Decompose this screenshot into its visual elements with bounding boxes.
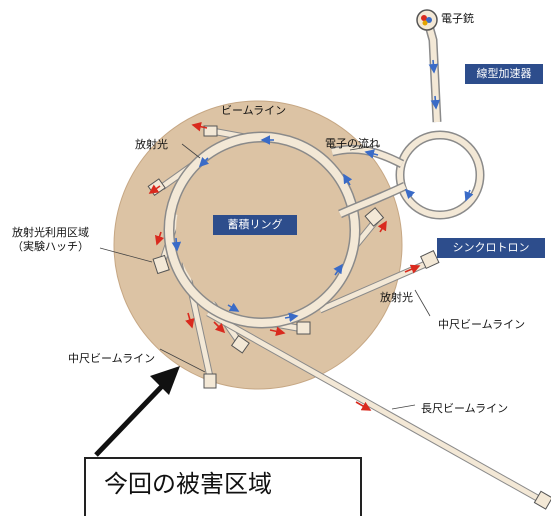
medium-beamline-label-right: 中尺ビームライン xyxy=(438,318,526,331)
beamline-label: ビームライン xyxy=(221,104,287,117)
radiation-arrows xyxy=(148,121,421,411)
electron-flow-arrows xyxy=(171,59,474,323)
usage-area-label-line2: （実験ハッチ） xyxy=(12,240,89,253)
synchrotron-ring xyxy=(395,130,485,220)
long-beamline-label: 長尺ビームライン xyxy=(421,402,509,415)
electron-flow-label: 電子の流れ xyxy=(325,137,380,150)
storage-ring-label: 蓄積リング xyxy=(213,215,297,235)
linac-label: 線型加速器 xyxy=(465,64,543,84)
damaged-area-callout: 今回の被害区域 xyxy=(84,457,362,516)
usage-area-label-line1: 放射光利用区域 xyxy=(12,226,89,239)
electron-gun-label: 電子銃 xyxy=(441,12,474,25)
beamline-long xyxy=(206,309,551,510)
medium-beamline-label-left: 中尺ビームライン xyxy=(68,352,156,365)
damage-arrow xyxy=(94,366,180,457)
electron-gun xyxy=(416,9,438,31)
radiation-label-right: 放射光 xyxy=(380,291,413,304)
leader-lines xyxy=(99,143,431,410)
synchrotron-label: シンクロトロン xyxy=(437,238,545,258)
radiation-label-top: 放射光 xyxy=(135,138,168,151)
